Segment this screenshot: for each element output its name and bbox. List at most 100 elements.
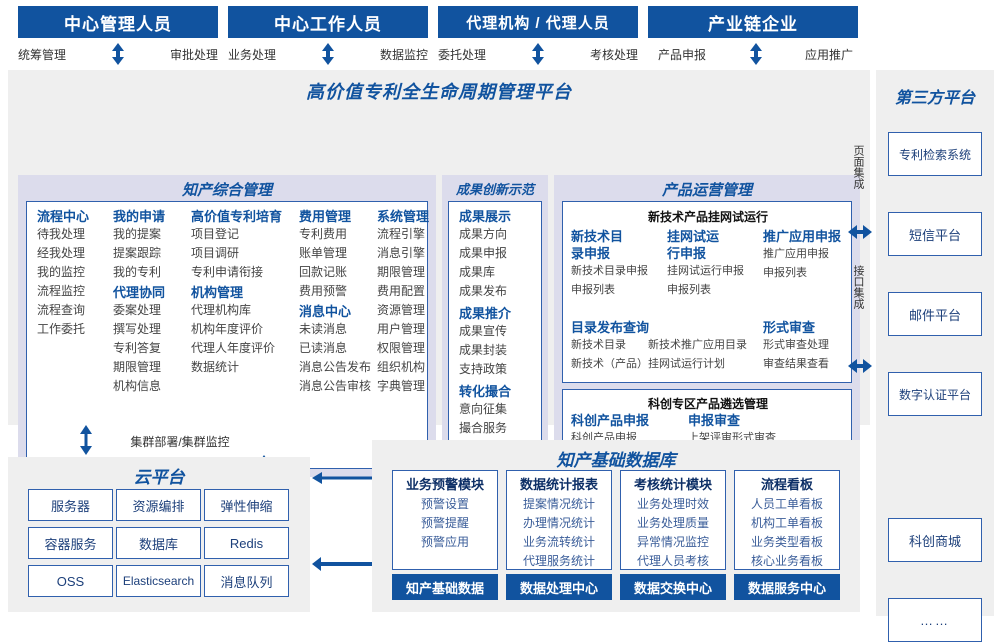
db-footer-0[interactable]: 知产基础数据 [392,574,498,600]
db-item[interactable]: 代理人员考核 [636,554,709,568]
db-item[interactable]: 业务类型看板 [750,535,823,549]
db-item[interactable]: 核心业务看板 [750,554,823,568]
menu-item[interactable]: 消息公告发布 [299,360,372,374]
group-head[interactable]: 流程中心 [37,209,90,224]
third-party-item-5[interactable]: …… [888,598,982,642]
cloud-cell-2[interactable]: 弹性伸缩 [204,489,289,521]
group-head[interactable]: 系统管理 [377,209,430,224]
menu-item[interactable]: 权限管理 [377,341,426,355]
cloud-cell-7[interactable]: Elasticsearch [116,565,201,597]
role-box-2[interactable]: 代理机构 / 代理人员 [438,6,638,38]
cloud-cell-4[interactable]: 数据库 [116,527,201,559]
third-party-item-1[interactable]: 短信平台 [888,212,982,256]
group-head[interactable]: 挂网试运行申报 [667,229,720,261]
role-box-0[interactable]: 中心管理人员 [18,6,218,38]
menu-item[interactable]: 项目登记 [191,227,240,241]
menu-item[interactable]: 申报列表 [571,284,615,296]
menu-item[interactable]: 委案处理 [113,303,162,317]
group-head[interactable]: 高价值专利培育 [191,209,283,224]
menu-item[interactable]: 经我处理 [37,246,86,260]
menu-item[interactable]: 消息引擎 [377,246,426,260]
menu-item[interactable]: 我的专利 [113,265,162,279]
group-head[interactable]: 推广应用申报 [763,229,842,244]
menu-item[interactable]: 形式审查处理 [763,339,829,351]
menu-item[interactable]: 撰写处理 [113,322,162,336]
third-party-item-3[interactable]: 数字认证平台 [888,372,982,416]
menu-item[interactable]: 代理机构库 [191,303,252,317]
db-item[interactable]: 代理服务统计 [522,554,595,568]
menu-item[interactable]: 代理人年度评价 [191,341,276,355]
menu-item[interactable]: 字典管理 [377,379,426,393]
db-item[interactable]: 办理情况统计 [522,516,595,530]
menu-item[interactable]: 意向征集 [459,402,508,416]
group-head[interactable]: 我的申请 [113,209,166,224]
db-footer-1[interactable]: 数据处理中心 [506,574,612,600]
menu-item[interactable]: 审查结果查看 [763,358,829,370]
menu-item[interactable]: 我的监控 [37,265,86,279]
menu-item[interactable]: 新技术（产品）挂网试运行计划 [571,358,725,370]
menu-item[interactable]: 新技术目录申报 [571,265,648,277]
cloud-cell-1[interactable]: 资源编排 [116,489,201,521]
menu-item[interactable]: 挂网试运行申报 [667,265,744,277]
menu-item[interactable]: 成果方向 [459,227,508,241]
menu-item[interactable]: 新技术目录 新技术推广应用目录 [571,339,747,351]
menu-item[interactable]: 待我处理 [37,227,86,241]
group-head[interactable]: 成果展示 [459,209,512,224]
menu-item[interactable]: 费用配置 [377,284,426,298]
cloud-cell-5[interactable]: Redis [204,527,289,559]
menu-item[interactable]: 成果宣传 [459,324,508,338]
group-head[interactable]: 费用管理 [299,209,352,224]
role-box-3[interactable]: 产业链企业 [648,6,858,38]
db-item[interactable]: 预警提醒 [420,516,469,530]
menu-item[interactable]: 专利费用 [299,227,348,241]
menu-item[interactable]: 工作委托 [37,322,86,336]
menu-item[interactable]: 成果申报 [459,246,508,260]
menu-item[interactable]: 提案跟踪 [113,246,162,260]
group-head[interactable]: 成果推介 [459,306,512,321]
menu-item[interactable]: 未读消息 [299,322,348,336]
db-item[interactable]: 预警应用 [420,535,469,549]
db-item[interactable]: 异常情况监控 [636,535,709,549]
menu-item[interactable]: 专利答复 [113,341,162,355]
menu-item[interactable]: 成果发布 [459,284,508,298]
menu-item[interactable]: 申报列表 [667,284,711,296]
menu-item[interactable]: 流程监控 [37,284,86,298]
group-head[interactable]: 转化撮合 [459,384,512,399]
menu-item[interactable]: 组织机构 [377,360,426,374]
cloud-cell-8[interactable]: 消息队列 [204,565,289,597]
menu-item[interactable]: 期限管理 [377,265,426,279]
menu-item[interactable]: 资源管理 [377,303,426,317]
menu-item[interactable]: 成果封装 [459,343,508,357]
menu-item[interactable]: 已读消息 [299,341,348,355]
cloud-cell-3[interactable]: 容器服务 [28,527,113,559]
menu-item[interactable]: 数据统计 [191,360,240,374]
group-head[interactable]: 科创产品申报 [571,413,650,428]
menu-item[interactable]: 费用预警 [299,284,348,298]
menu-item[interactable]: 用户管理 [377,322,426,336]
menu-item[interactable]: 流程查询 [37,303,86,317]
menu-item[interactable]: 专利申请衔接 [191,265,264,279]
db-item[interactable]: 人员工单看板 [750,497,823,511]
group-head[interactable]: 代理协同 [113,285,166,300]
menu-item[interactable]: 申报列表 [763,267,807,279]
third-party-item-0[interactable]: 专利检索系统 [888,132,982,176]
db-footer-3[interactable]: 数据服务中心 [734,574,840,600]
group-head[interactable]: 机构管理 [191,285,244,300]
menu-item[interactable]: 流程引擎 [377,227,426,241]
menu-item[interactable]: 回款记账 [299,265,348,279]
db-item[interactable]: 业务处理时效 [636,497,709,511]
menu-item[interactable]: 期限管理 [113,360,162,374]
menu-item[interactable]: 支持政策 [459,362,508,376]
menu-item[interactable]: 机构年度评价 [191,322,264,336]
group-head[interactable]: 消息中心 [299,304,352,319]
role-box-1[interactable]: 中心工作人员 [228,6,428,38]
db-item[interactable]: 机构工单看板 [750,516,823,530]
db-item[interactable]: 业务流转统计 [522,535,595,549]
db-footer-2[interactable]: 数据交换中心 [620,574,726,600]
group-head[interactable]: 申报审查 [688,413,741,428]
menu-item[interactable]: 我的提案 [113,227,162,241]
menu-item[interactable]: 消息公告审核 [299,379,372,393]
menu-item[interactable]: 成果库 [459,265,496,279]
menu-item[interactable]: 账单管理 [299,246,348,260]
cloud-cell-6[interactable]: OSS [28,565,113,597]
